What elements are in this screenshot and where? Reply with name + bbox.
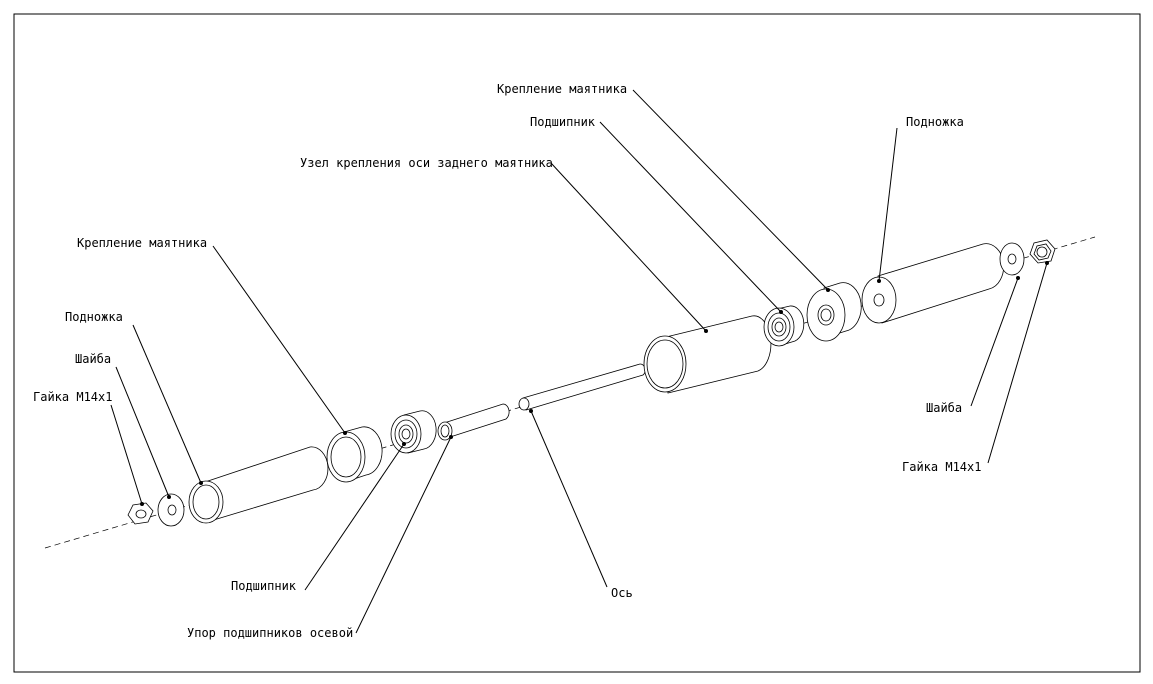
axle-part	[518, 363, 646, 411]
drawing-frame	[13, 13, 1141, 673]
foot-left-part	[188, 446, 329, 524]
mount-right-part	[806, 282, 862, 342]
mount-left-part	[326, 426, 383, 483]
label-bearing-right: Подшипник	[530, 115, 596, 129]
label-axle: Ось	[611, 586, 633, 600]
nut-right-part	[1029, 239, 1056, 264]
label-foot-left: Подножка	[65, 310, 123, 324]
assembly-tube-part	[643, 315, 772, 394]
label-assembly: Узел крепления оси заднего маятника	[300, 156, 553, 170]
nut-left-part	[127, 502, 154, 525]
leader-lines	[110, 89, 1049, 634]
stop-part	[437, 403, 510, 441]
label-bearing-left: Подшипник	[231, 579, 297, 593]
foot-right-part	[861, 243, 1004, 324]
bearing-right-part	[763, 305, 805, 347]
washer-left-part	[157, 493, 185, 527]
label-washer-left: Шайба	[75, 352, 111, 366]
label-mount-right: Крепление маятника	[497, 82, 627, 96]
label-mount-left: Крепление маятника	[77, 236, 207, 250]
washer-right-part	[999, 242, 1025, 276]
label-axial-stop: Упор подшипников осевой	[187, 626, 353, 640]
bearing-left-part	[390, 410, 437, 454]
label-nut-left: Гайка М14х1	[33, 390, 112, 404]
label-washer-right: Шайба	[926, 401, 962, 415]
label-foot-right: Подножка	[906, 115, 964, 129]
label-nut-right: Гайка М14х1	[902, 460, 981, 474]
